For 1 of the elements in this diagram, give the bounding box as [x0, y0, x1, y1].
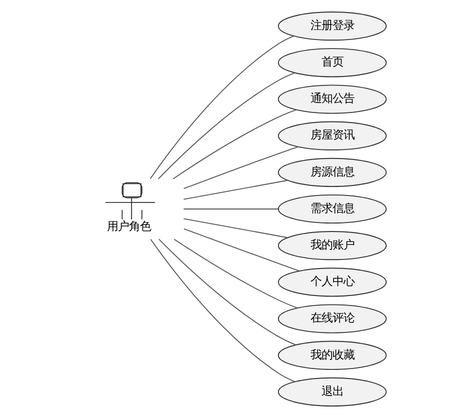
- node-label: 用户角色: [106, 220, 151, 234]
